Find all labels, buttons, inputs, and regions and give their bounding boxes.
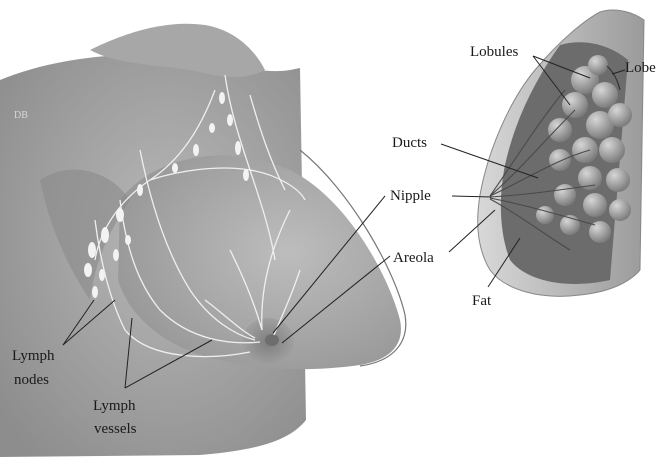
lobule xyxy=(583,193,607,217)
lymph-node xyxy=(209,123,215,133)
lobule xyxy=(609,199,631,221)
torso: DB xyxy=(0,24,406,457)
lobule xyxy=(548,118,572,142)
lymph-node xyxy=(113,249,119,261)
lymph-node xyxy=(172,163,178,173)
lobule xyxy=(592,82,618,108)
label-lymph-nodes-line1: Lymph xyxy=(12,348,55,364)
label-lobules: Lobules xyxy=(470,44,518,60)
lobule xyxy=(562,92,588,118)
nipple-shape xyxy=(265,334,279,346)
lymph-node xyxy=(92,286,98,298)
label-lobe: Lobe xyxy=(625,60,656,76)
lobule xyxy=(606,168,630,192)
label-lymph-vessels-line1: Lymph xyxy=(93,398,136,414)
lymph-node xyxy=(137,184,143,196)
lymph-node xyxy=(219,92,225,104)
lymph-node xyxy=(101,227,109,243)
lymph-node xyxy=(88,242,96,258)
lymph-node xyxy=(84,263,92,277)
label-areola: Areola xyxy=(393,250,434,266)
lymph-node xyxy=(235,141,241,155)
lymph-node xyxy=(99,269,105,281)
lobule xyxy=(599,137,625,163)
lobule xyxy=(572,137,598,163)
watermark-text: DB xyxy=(14,110,28,121)
lymph-node xyxy=(193,144,199,156)
lymph-node xyxy=(227,114,233,126)
label-nipple: Nipple xyxy=(390,188,431,204)
lobule xyxy=(588,55,608,75)
label-fat: Fat xyxy=(472,293,492,309)
lobule xyxy=(554,184,576,206)
lymph-node xyxy=(243,169,249,181)
lymph-node xyxy=(125,235,131,245)
label-lymph-nodes-line2: nodes xyxy=(14,372,49,388)
lobule xyxy=(536,206,554,224)
lobule xyxy=(549,149,571,171)
lobule xyxy=(608,103,632,127)
label-ducts: Ducts xyxy=(392,135,427,151)
lymph-node xyxy=(116,208,124,222)
label-lymph-vessels-line2: vessels xyxy=(94,421,137,437)
